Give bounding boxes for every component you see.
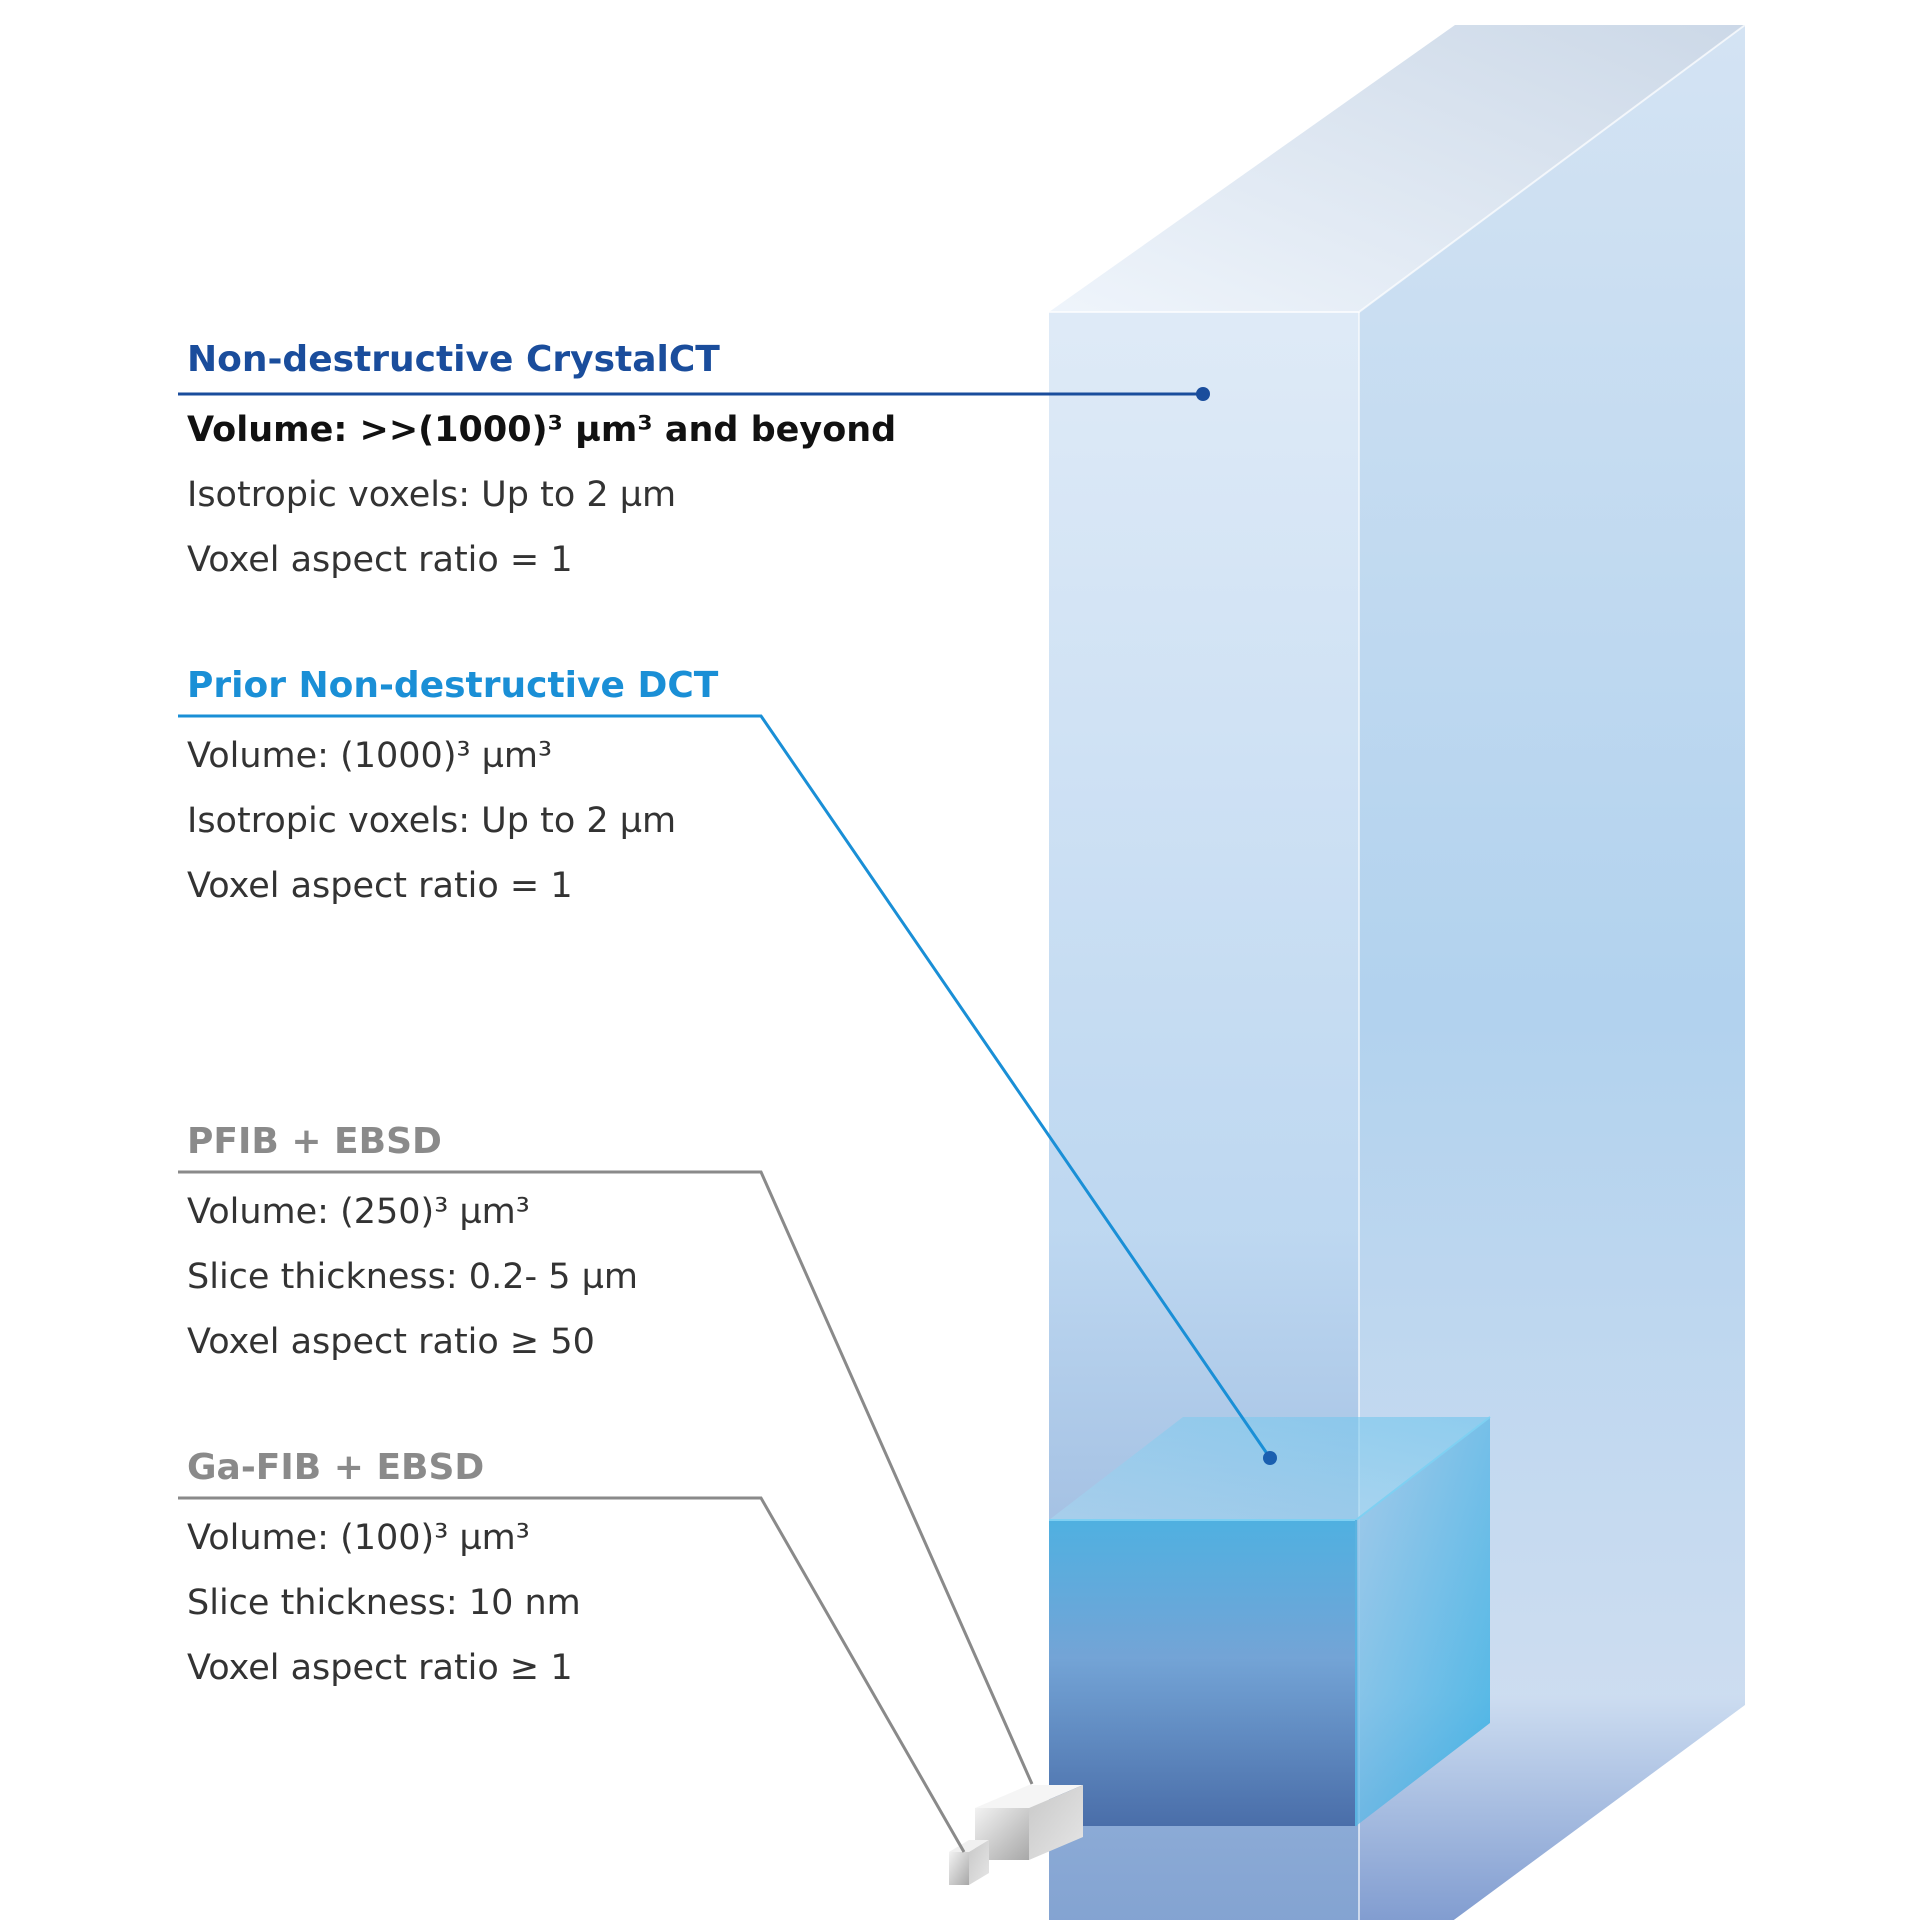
prior-dct-heading: Prior Non-destructive DCT: [187, 665, 719, 706]
gafib-volume: Volume: (100)³ µm³: [187, 1518, 530, 1558]
pfib-block: PFIB + EBSD Volume: (250)³ µm³ Slice thi…: [187, 1121, 638, 1363]
prior-dct-block: Prior Non-destructive DCT Volume: (1000)…: [187, 665, 719, 907]
leader-crystalct: [178, 387, 1210, 401]
prior-dct-aspect-ratio: Voxel aspect ratio = 1: [187, 866, 573, 906]
pfib-volume: Volume: (250)³ µm³: [187, 1192, 530, 1232]
pfib-heading: PFIB + EBSD: [187, 1121, 442, 1162]
crystalct-volume: Volume: >>(1000)³ µm³ and beyond: [187, 410, 897, 450]
prior-dct-volume: Volume: (1000)³ µm³: [187, 736, 553, 776]
gafib-cube: [949, 1840, 989, 1885]
leader-pfib: [178, 1170, 1034, 1785]
gafib-aspect-ratio: Voxel aspect ratio ≥ 1: [187, 1648, 573, 1688]
crystalct-heading: Non-destructive CrystalCT: [187, 339, 720, 380]
prior-dct-voxels: Isotropic voxels: Up to 2 µm: [187, 801, 677, 841]
medium-cube: [1049, 1416, 1491, 1826]
crystalct-aspect-ratio: Voxel aspect ratio = 1: [187, 540, 573, 580]
gafib-heading: Ga-FIB + EBSD: [187, 1447, 485, 1488]
crystalct-block: Non-destructive CrystalCT Volume: >>(100…: [187, 339, 897, 581]
pfib-aspect-ratio: Voxel aspect ratio ≥ 50: [187, 1322, 595, 1362]
leader-prior-dct: [178, 714, 1277, 1465]
pfib-slice-thickness: Slice thickness: 0.2- 5 µm: [187, 1257, 638, 1297]
gafib-block: Ga-FIB + EBSD Volume: (100)³ µm³ Slice t…: [187, 1447, 581, 1689]
crystalct-voxels: Isotropic voxels: Up to 2 µm: [187, 475, 677, 515]
gafib-slice-thickness: Slice thickness: 10 nm: [187, 1583, 581, 1623]
leader-gafib: [178, 1496, 966, 1853]
pfib-cube: [975, 1785, 1083, 1860]
